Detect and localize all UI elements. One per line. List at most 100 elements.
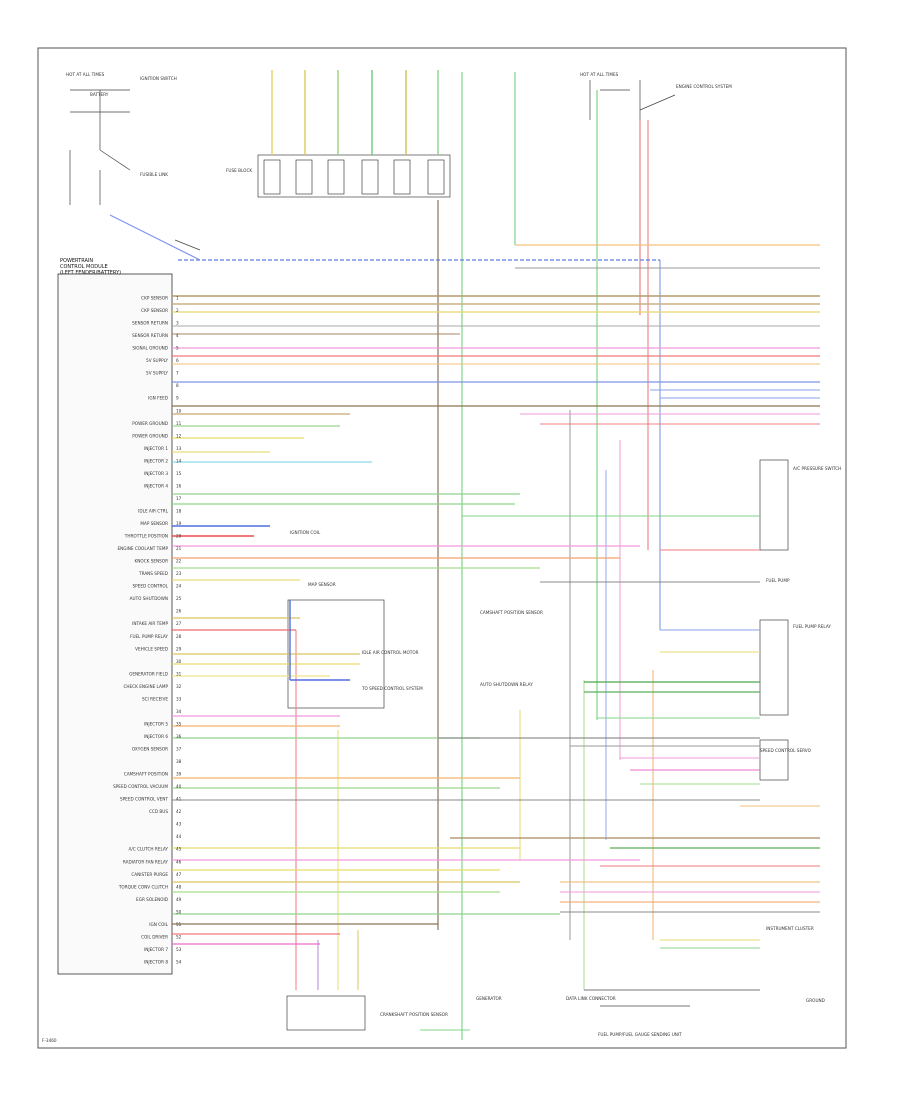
pcm-pin-number: 48 bbox=[176, 884, 182, 889]
note-hot-top-right: HOT AT ALL TIMES bbox=[580, 72, 619, 77]
pcm-pin-31: GENERATOR FIELD bbox=[129, 671, 168, 676]
pcm-pin-49: EGR SOLENOID bbox=[136, 897, 168, 902]
pcm-pin-number: 21 bbox=[176, 546, 182, 551]
middle-components: IGNITION COIL MAP SENSOR IDLE AIR CONTRO… bbox=[286, 530, 682, 1037]
pcm-pin-number: 38 bbox=[176, 759, 182, 764]
note-battery: BATTERY bbox=[90, 92, 109, 97]
note-crank-sensor: CRANKSHAFT POSITION SENSOR bbox=[380, 1012, 448, 1017]
pcm-pin-5: SIGNAL GROUND bbox=[132, 346, 168, 351]
pcm-pin-number: 47 bbox=[176, 872, 182, 877]
pcm-pin-21: ENGINE COOLANT TEMP bbox=[117, 546, 168, 551]
pcm-pin-number: 22 bbox=[176, 559, 182, 564]
pcm-pin-number: 40 bbox=[176, 784, 182, 789]
pcm-pin-number: 11 bbox=[176, 421, 182, 426]
pcm-pin-number: 50 bbox=[176, 909, 182, 914]
pcm-pin-16: INJECTOR 4 bbox=[144, 483, 168, 488]
pcm-pin-number: 43 bbox=[176, 822, 182, 827]
pcm-pin-number: 16 bbox=[176, 483, 182, 488]
pcm-pin-number: 20 bbox=[176, 534, 182, 539]
pcm-pin-14: INJECTOR 2 bbox=[144, 458, 168, 463]
note-camshaft-sensor: CAMSHAFT POSITION SENSOR bbox=[480, 610, 543, 615]
diagram-frame bbox=[37, 47, 847, 1049]
pcm-label-3: (LEFT FENDER/BATTERY) bbox=[60, 270, 121, 276]
note-speed-servo: SPEED CONTROL SERVO bbox=[760, 748, 812, 753]
note-speed-control: TO SPEED CONTROL SYSTEM bbox=[361, 686, 423, 691]
note-data-link: DATA LINK CONNECTOR bbox=[566, 996, 616, 1001]
pcm-pin-number: 37 bbox=[176, 747, 182, 752]
pcm-pin-number: 25 bbox=[176, 596, 182, 601]
fuse-1 bbox=[263, 159, 281, 195]
fuse-2 bbox=[295, 159, 313, 195]
ignition-switch-lines bbox=[69, 89, 201, 251]
pcm-pin-number: 3 bbox=[176, 321, 179, 326]
right-components: A/C PRESSURE SWITCH FUEL PUMP RELAY SPEE… bbox=[759, 459, 841, 1003]
top-right-switch-lines bbox=[589, 80, 676, 120]
note-instrument-cluster: INSTRUMENT CLUSTER bbox=[766, 926, 814, 931]
pcm-pin-13: INJECTOR 1 bbox=[144, 446, 168, 451]
pcm-pin-number: 27 bbox=[176, 621, 182, 626]
note-fusible-link: FUSIBLE LINK bbox=[140, 172, 168, 177]
note-fuel-pump-right: FUEL PUMP bbox=[766, 578, 790, 583]
pcm-pin-4: SENSOR RETURN bbox=[132, 333, 168, 338]
pcm-pin-number: 33 bbox=[176, 696, 182, 701]
pcm-pin-number: 12 bbox=[176, 433, 182, 438]
pcm-pin-number: 9 bbox=[176, 396, 179, 401]
pcm-pin-28: FUEL PUMP RELAY bbox=[130, 634, 168, 639]
horizontal-wires bbox=[109, 214, 820, 1031]
pcm-pin-46: RADIATOR FAN RELAY bbox=[123, 859, 169, 864]
pcm-pin-7: 5V SUPPLY bbox=[146, 371, 168, 376]
pcm-pin-48: TORQUE CONV CLUTCH bbox=[118, 884, 168, 889]
note-hot-at-all-times: HOT AT ALL TIMES bbox=[66, 72, 105, 77]
pcm-pin-41: SPEED CONTROL VENT bbox=[120, 797, 168, 802]
pcm-pin-45: A/C CLUTCH RELAY bbox=[129, 847, 169, 852]
note-auto-shutdown: AUTO SHUTDOWN RELAY bbox=[480, 682, 533, 687]
pcm-pin-number: 13 bbox=[176, 446, 182, 451]
fuse-block-box bbox=[257, 154, 451, 198]
note-a-c-switch: A/C PRESSURE SWITCH bbox=[793, 466, 841, 471]
component-a-c-switch bbox=[759, 459, 789, 551]
pcm-pin-number: 35 bbox=[176, 721, 182, 726]
pcm-pin-number: 49 bbox=[176, 897, 182, 902]
pcm-pin-54: INJECTOR 8 bbox=[144, 960, 168, 965]
pcm-pin-15: INJECTOR 3 bbox=[144, 471, 168, 476]
pcm-pin-39: CAMSHAFT POSITION bbox=[124, 772, 168, 777]
pcm-pin-6: 5V SUPPLY bbox=[146, 358, 168, 363]
wire-blue-diag bbox=[109, 214, 201, 261]
pcm-pin-29: VEHICLE SPEED bbox=[135, 646, 168, 651]
pcm-pin-number: 46 bbox=[176, 859, 182, 864]
note-ignition-coil: IGNITION COIL bbox=[290, 530, 321, 535]
pcm-pin-51: IGN COIL bbox=[149, 922, 168, 927]
pcm-pin-number: 1 bbox=[176, 296, 179, 301]
pcm-pin-22: KNOCK SENSOR bbox=[135, 559, 169, 564]
pcm-pin-number: 26 bbox=[176, 609, 182, 614]
note-idle-air: IDLE AIR CONTROL MOTOR bbox=[362, 650, 419, 655]
pcm-pin-35: INJECTOR 5 bbox=[144, 721, 168, 726]
pcm-pin-3: SENSOR RETURN bbox=[132, 321, 168, 326]
note-engine-control: ENGINE CONTROL SYSTEM bbox=[676, 84, 732, 89]
note-ground-right: GROUND bbox=[806, 998, 825, 1003]
note-fuel-pump-relay: FUEL PUMP RELAY bbox=[793, 624, 831, 629]
pcm-pin-number: 36 bbox=[176, 734, 182, 739]
pcm-pin-number: 51 bbox=[176, 922, 182, 927]
pcm-pin-number: 7 bbox=[176, 371, 179, 376]
note-ignition-switch: IGNITION SWITCH bbox=[140, 76, 177, 81]
pcm-pin-18: IDLE AIR CTRL bbox=[138, 508, 169, 513]
component-bottom-sensor bbox=[286, 995, 366, 1031]
pcm-pin-number: 54 bbox=[176, 960, 182, 965]
pcm-pin-2: CKP SENSOR bbox=[141, 308, 168, 313]
pcm-pin-1: CKP SENSOR bbox=[141, 296, 168, 301]
pcm-pin-53: INJECTOR 7 bbox=[144, 947, 168, 952]
ignition-switch-area: HOT AT ALL TIMES IGNITION SWITCH BATTERY… bbox=[66, 72, 201, 251]
pcm-pin-number: 42 bbox=[176, 809, 182, 814]
pcm-pin-number: 45 bbox=[176, 847, 182, 852]
pcm-pin-number: 6 bbox=[176, 358, 179, 363]
pcm-pin-20: THROTTLE POSITION bbox=[124, 534, 168, 539]
pcm-pin-52: COIL DRIVER bbox=[141, 934, 168, 939]
fuse-4 bbox=[361, 159, 379, 195]
pcm-pin-27: INTAKE AIR TEMP bbox=[132, 621, 168, 626]
pcm-pin-number: 34 bbox=[176, 709, 182, 714]
powertrain-control-module bbox=[57, 273, 173, 975]
note-map-sensor: MAP SENSOR bbox=[308, 582, 336, 587]
